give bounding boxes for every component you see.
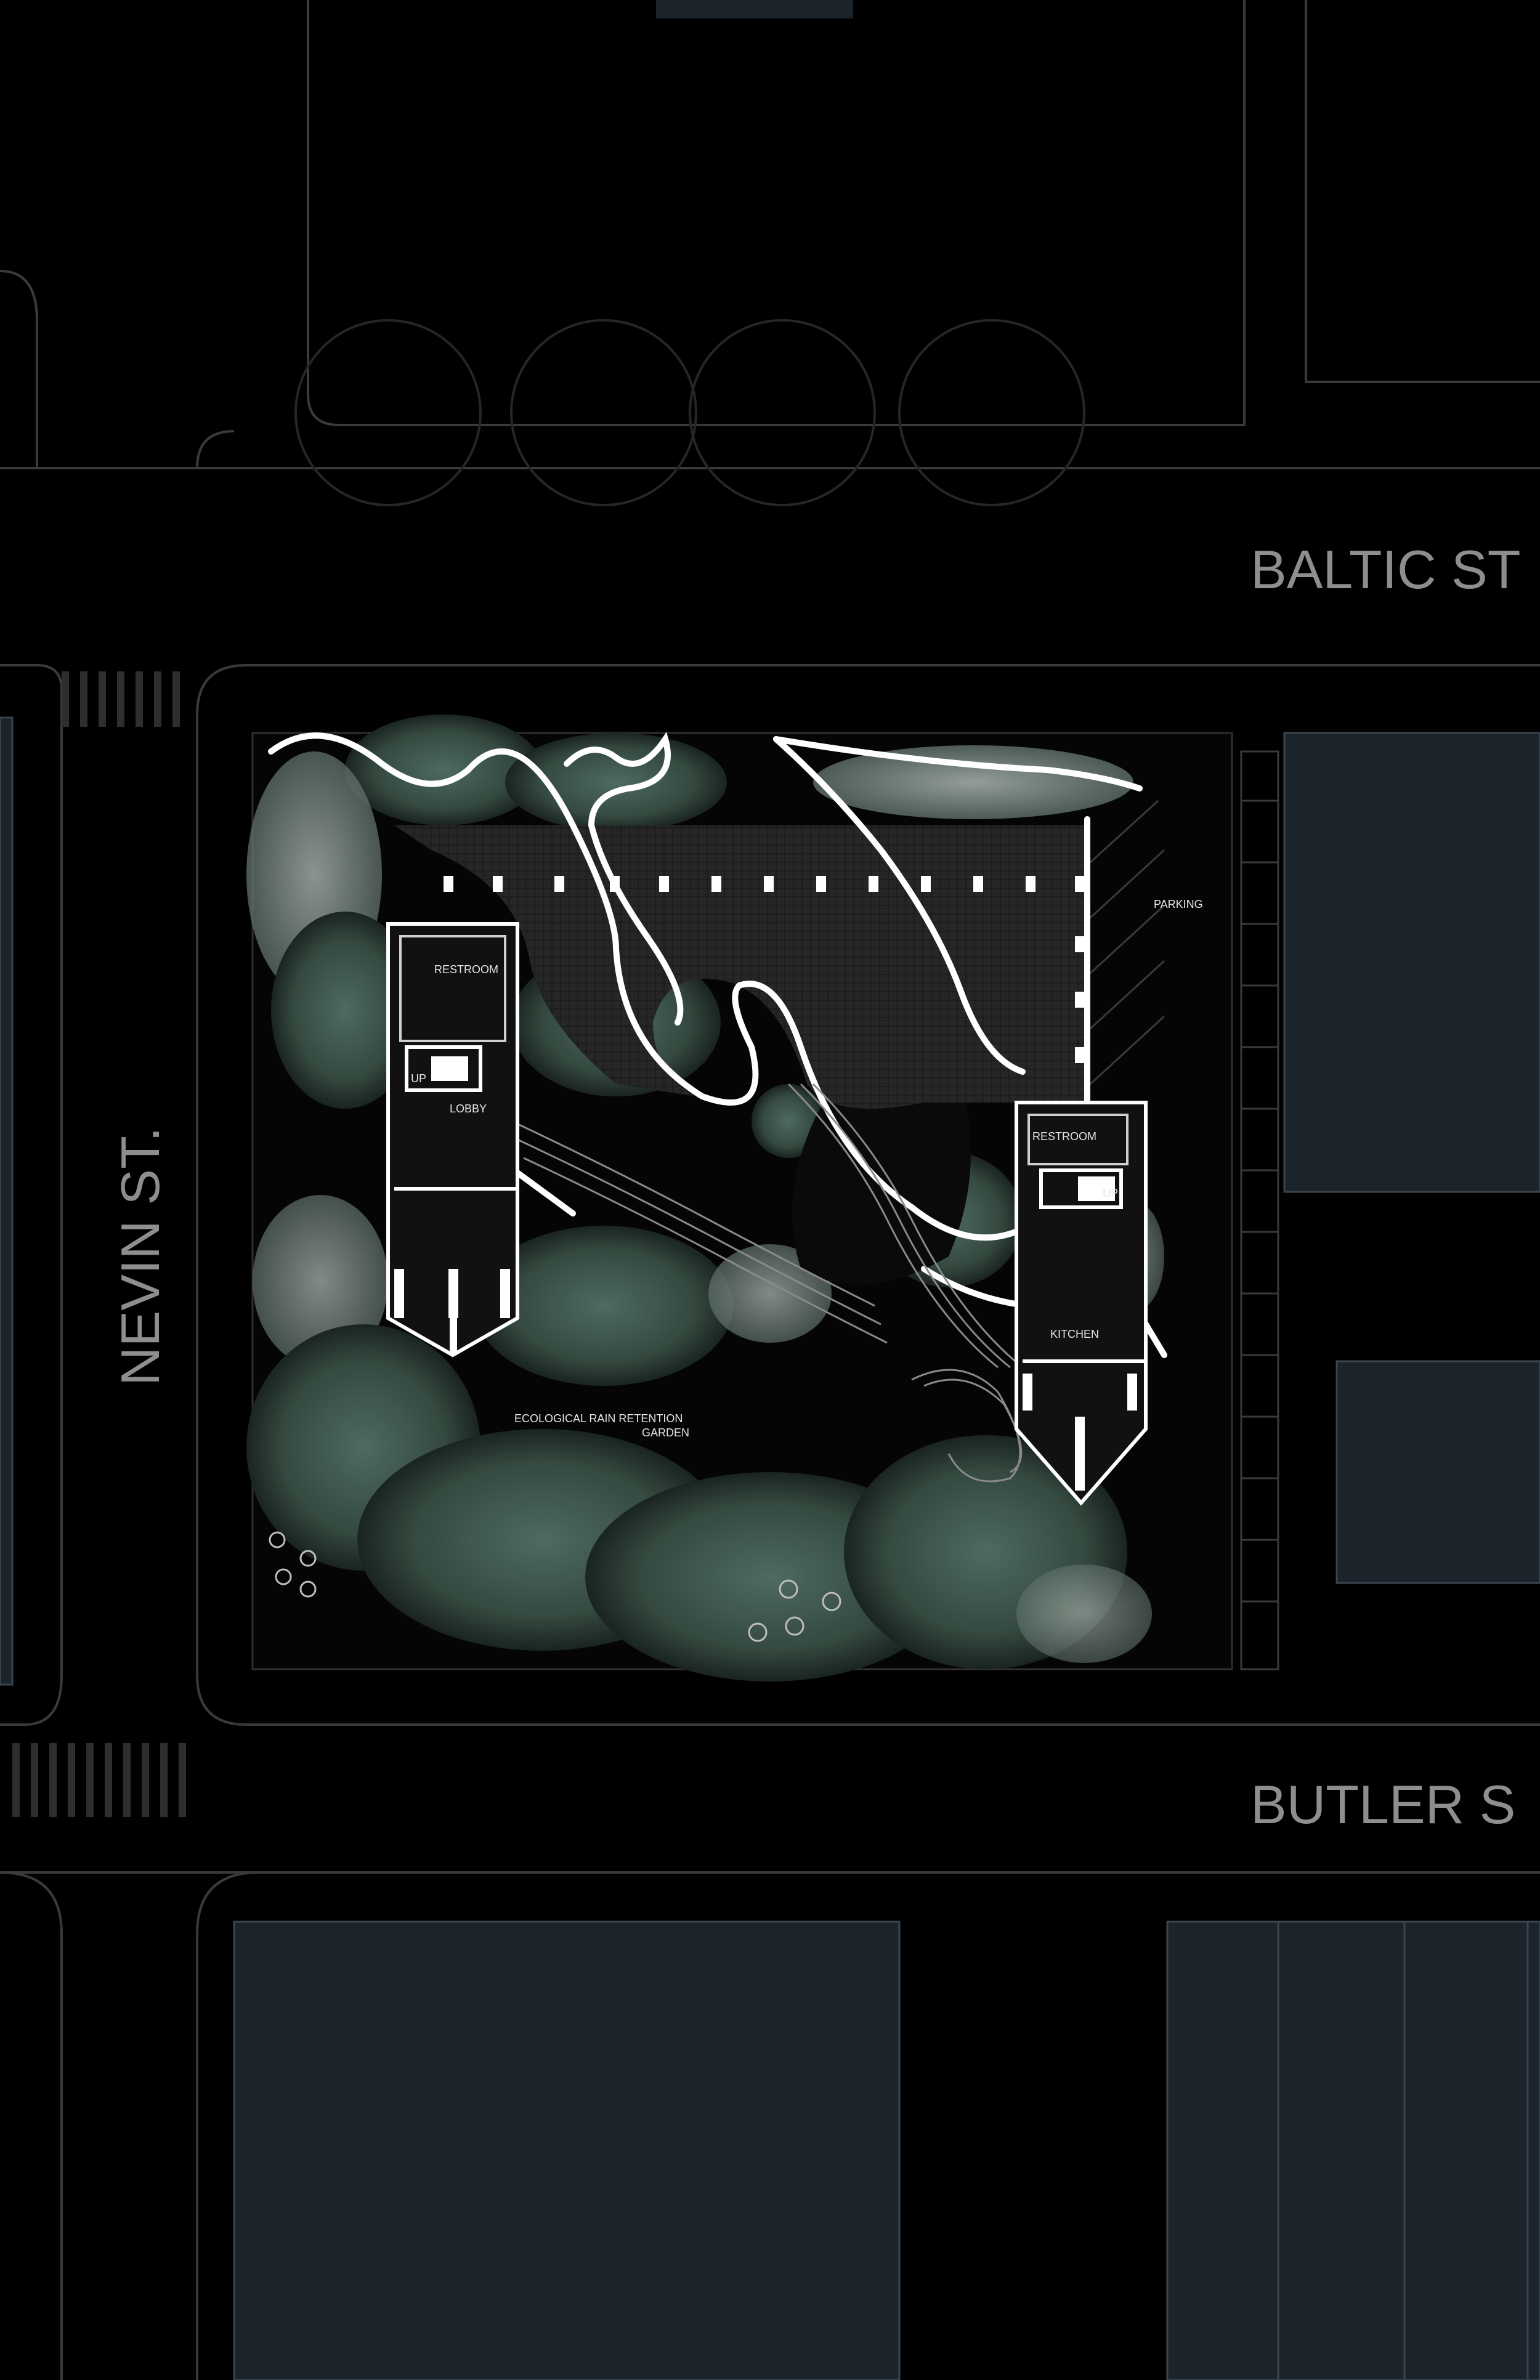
ramp-steps <box>511 1083 1023 1483</box>
label-up-west: UP <box>411 1072 426 1085</box>
path-walls <box>268 732 1167 1358</box>
label-restroom-west: RESTROOM <box>434 963 498 976</box>
parking-diagonals <box>1089 799 1165 1085</box>
street-label-nevin: NEVIN ST. <box>110 1127 171 1386</box>
label-garden-line1: ECOLOGICAL RAIN RETENTION <box>514 1412 683 1425</box>
label-lobby: LOBBY <box>450 1103 487 1115</box>
street-label-butler: BUTLER S <box>1250 1774 1515 1835</box>
top-building-edge <box>656 0 853 18</box>
label-parking: PARKING <box>1154 898 1203 910</box>
label-garden-line2: GARDEN <box>642 1427 689 1439</box>
building-dividers <box>1277 1922 1529 2380</box>
label-up-east: UP <box>1103 1187 1118 1199</box>
neighbor-buildings <box>0 716 1540 2380</box>
label-kitchen: KITCHEN <box>1050 1328 1099 1340</box>
west-building <box>386 922 519 1358</box>
parking-strip <box>1240 750 1279 1670</box>
street-label-baltic: BALTIC ST <box>1250 539 1520 600</box>
parking-markers <box>444 876 1085 1063</box>
street-trees <box>294 319 1085 506</box>
label-restroom-east: RESTROOM <box>1032 1130 1096 1143</box>
tree-symbols <box>269 1531 841 1642</box>
crosswalk-marks <box>12 671 186 1817</box>
east-building <box>1015 1101 1148 1506</box>
